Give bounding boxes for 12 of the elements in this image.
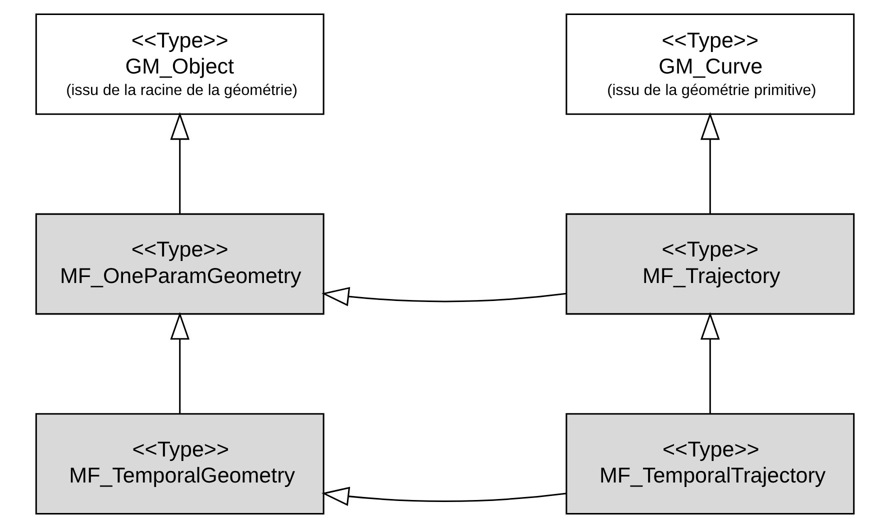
arrow [322, 286, 566, 306]
node-box: <<Type>> GM_Curve (issu de la géométrie primitive) [566, 13, 855, 115]
arrow [322, 486, 566, 506]
arrow [170, 112, 190, 214]
node-box: <<Type>> MF_TemporalGeometry [35, 413, 324, 515]
node-box: <<Type>> GM_Object (issu de la racine de la géométrie) [35, 13, 324, 115]
arrow [170, 312, 190, 414]
node-box: <<Type>> MF_OneParamGeometry [35, 213, 324, 315]
arrow [700, 112, 720, 214]
node-box: <<Type>> MF_Trajectory [566, 213, 855, 315]
arrow [700, 312, 720, 414]
node-box: <<Type>> MF_TemporalTrajectory [566, 413, 855, 515]
